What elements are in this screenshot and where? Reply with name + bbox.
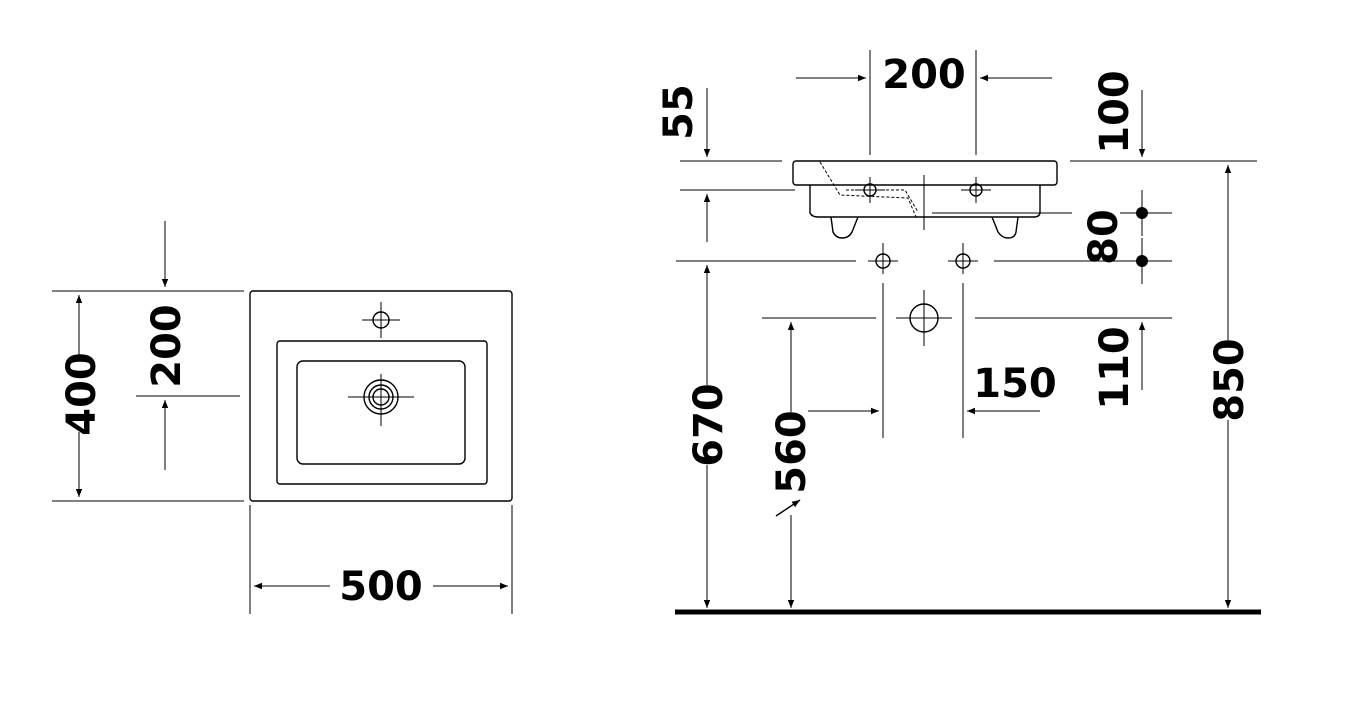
tap-offset-label: 200 [144, 304, 190, 388]
rim-height-label: 55 [656, 84, 702, 140]
supply-left-icon [868, 243, 898, 274]
waste-offset-dimension: 110 [1092, 322, 1146, 410]
supply-offset-label: 150 [973, 361, 1057, 407]
tap-marker-left-icon [855, 177, 885, 203]
overall-height-label: 850 [1207, 338, 1253, 422]
overflow-offset-label: 100 [1092, 70, 1138, 154]
supply-height-label: 670 [686, 383, 732, 467]
supply-height-dimension: 670 [686, 265, 732, 608]
bowl-surround [276, 340, 488, 485]
basin-outline [249, 290, 513, 502]
tap-offset-dimension: 200 [136, 221, 240, 470]
overflow-channel [819, 161, 917, 218]
supply-spacing-dimension: 80 [994, 190, 1172, 284]
width-label: 500 [339, 564, 423, 610]
rim-height-dimension: 55 [656, 84, 795, 242]
plan-view: 400 200 500 [52, 221, 513, 614]
supply-offset-dimension: 150 [808, 283, 1057, 438]
basin-body [809, 185, 1041, 218]
drain-icon [348, 374, 414, 426]
tap-marker-right-icon [961, 177, 991, 203]
tap-spacing-label: 200 [882, 52, 966, 98]
waste-height-dimension: 560 [769, 322, 815, 608]
basin-foot-right [991, 216, 1019, 239]
waste-height-label: 560 [769, 410, 815, 494]
depth-dimension: 400 [52, 290, 244, 502]
waste-outlet-icon [896, 290, 952, 346]
basin-rim [792, 160, 1058, 186]
waste-offset-label: 110 [1092, 326, 1138, 410]
overall-height-dimension: 850 [1207, 165, 1253, 608]
tap-spacing-dimension: 200 [796, 50, 1052, 155]
overflow-offset-dimension: 100 [1070, 70, 1257, 162]
bowl [296, 360, 466, 465]
basin-foot-left [830, 216, 859, 239]
side-view: 200 55 100 850 [656, 50, 1261, 615]
tap-hole-icon [362, 302, 400, 338]
width-dimension: 500 [249, 505, 513, 614]
supply-spacing-label: 80 [1081, 209, 1127, 265]
supply-right-icon [948, 243, 978, 274]
depth-label: 400 [59, 352, 105, 436]
